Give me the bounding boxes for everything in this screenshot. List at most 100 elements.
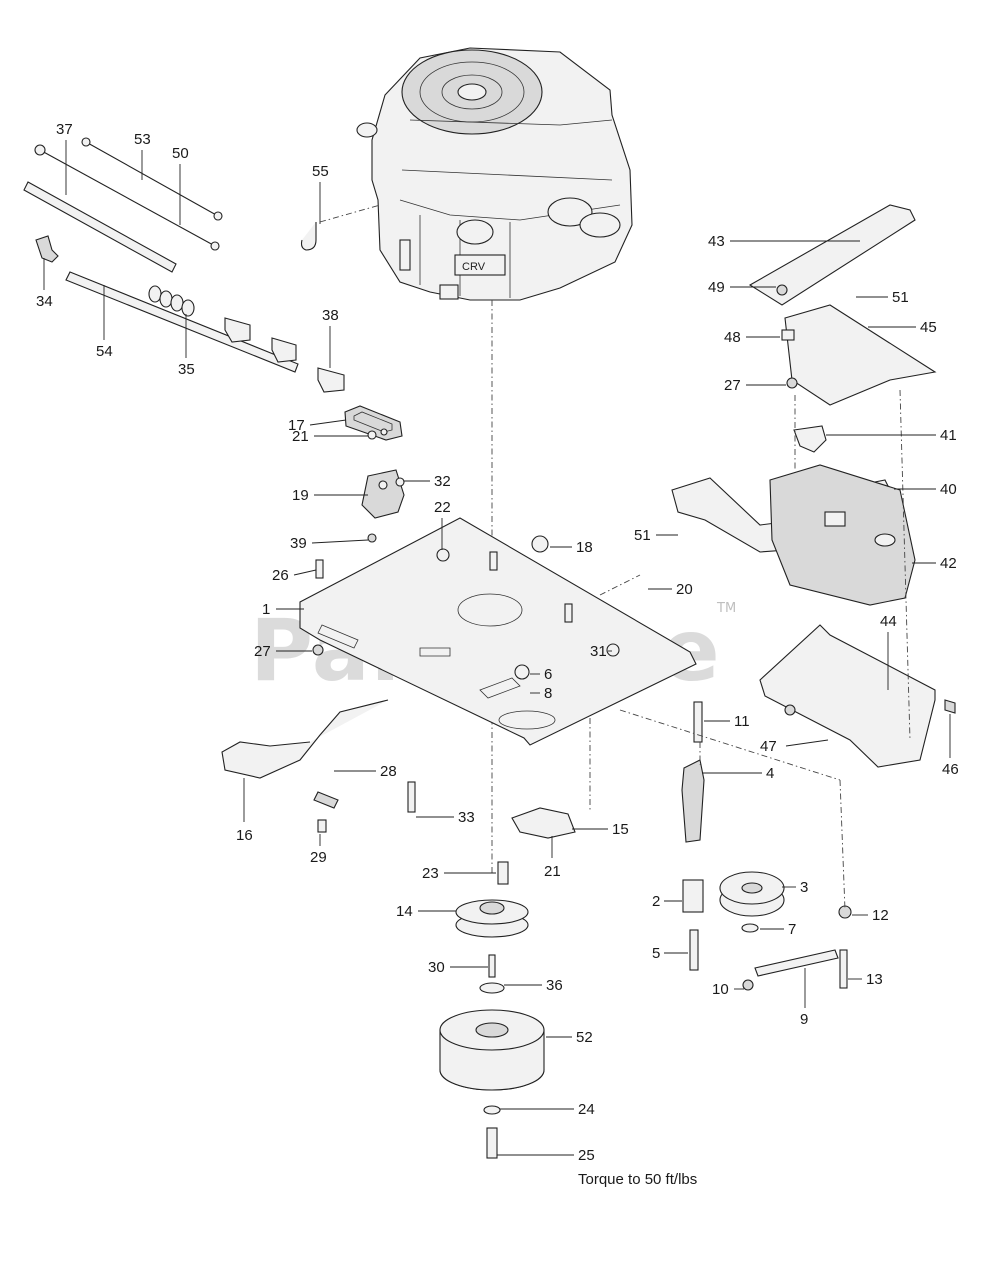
callout-41[interactable]: 41	[826, 427, 957, 444]
callout-number[interactable]: 23	[422, 865, 439, 882]
callout-16[interactable]: 16	[236, 778, 253, 844]
part-53-cable[interactable]	[81, 137, 223, 221]
part-52-clutch[interactable]	[439, 1009, 545, 1091]
callout-number[interactable]: 7	[788, 921, 796, 938]
callout-18[interactable]: 18	[550, 539, 593, 556]
callout-number[interactable]: 24	[578, 1101, 595, 1118]
callout-51a[interactable]: 51	[856, 289, 909, 306]
callout-number[interactable]: 37	[56, 121, 73, 138]
part-3-idler-pulley[interactable]	[719, 871, 785, 917]
callout-5[interactable]: 5	[652, 945, 688, 962]
callout-31[interactable]: 31	[590, 643, 612, 660]
callout-number[interactable]: 1	[262, 601, 270, 618]
callout-number[interactable]: 16	[236, 827, 253, 844]
part-13-bolt[interactable]	[839, 949, 848, 989]
part-4-idler-arm[interactable]	[681, 759, 705, 843]
callout-number[interactable]: 55	[312, 163, 329, 180]
callout-15[interactable]: 15	[572, 821, 629, 838]
callout-number[interactable]: 49	[708, 279, 725, 296]
part-45-bracket[interactable]	[784, 304, 937, 406]
part-35-caps[interactable]	[148, 285, 195, 317]
callout-number[interactable]: 35	[178, 361, 195, 378]
callout-number[interactable]: 36	[546, 977, 563, 994]
callout-37[interactable]: 37	[56, 121, 73, 195]
callout-34[interactable]: 34	[36, 258, 53, 310]
callout-number[interactable]: 25	[578, 1147, 595, 1164]
callout-number[interactable]: 5	[652, 945, 660, 962]
callout-number[interactable]: 8	[544, 685, 552, 702]
part-5-bolt[interactable]	[689, 929, 699, 971]
callout-number[interactable]: 33	[458, 809, 475, 826]
callout-26[interactable]: 26	[272, 567, 317, 584]
callout-36[interactable]: 36	[504, 977, 563, 994]
callout-number[interactable]: 2	[652, 893, 660, 910]
callout-number[interactable]: 11	[734, 713, 750, 730]
callout-number[interactable]: 6	[544, 666, 552, 683]
callout-11[interactable]: 11	[704, 713, 750, 730]
callout-13[interactable]: 13	[848, 971, 883, 988]
callout-32[interactable]: 32	[404, 473, 451, 490]
callout-6[interactable]: 6	[530, 666, 552, 683]
callout-number[interactable]: 53	[134, 131, 151, 148]
part-42-muffler[interactable]	[769, 464, 916, 606]
callout-number[interactable]: 51	[892, 289, 909, 306]
part-54-tube[interactable]	[65, 271, 299, 373]
part-24-washer[interactable]	[483, 1105, 501, 1115]
callout-number[interactable]: 41	[940, 427, 957, 444]
callout-1[interactable]: 1	[262, 601, 304, 618]
part-26-bolt[interactable]	[315, 559, 324, 579]
callout-8[interactable]: 8	[530, 685, 552, 702]
part-10-nut[interactable]	[742, 979, 754, 991]
part-17-gasket[interactable]	[344, 405, 403, 441]
callout-number[interactable]: 32	[434, 473, 451, 490]
callout-46[interactable]: 46	[942, 714, 959, 778]
part-2-spacer[interactable]	[682, 879, 704, 913]
callout-30[interactable]: 30	[428, 959, 488, 976]
callout-number[interactable]: 38	[322, 307, 339, 324]
part-9-spring[interactable]	[754, 949, 839, 977]
callout-40[interactable]: 40	[894, 481, 957, 498]
part-12-nut[interactable]	[838, 905, 852, 919]
callout-number[interactable]: 14	[396, 903, 413, 920]
callout-number[interactable]: 10	[712, 981, 729, 998]
callout-12[interactable]: 12	[852, 907, 889, 924]
callout-4[interactable]: 4	[702, 765, 774, 782]
callout-number[interactable]: 42	[940, 555, 957, 572]
part-55-clip[interactable]	[300, 204, 381, 251]
callout-44[interactable]: 44	[880, 613, 897, 690]
callout-52[interactable]: 52	[546, 1029, 593, 1046]
callout-7[interactable]: 7	[760, 921, 796, 938]
callout-24[interactable]: 24	[500, 1101, 595, 1118]
callout-33[interactable]: 33	[416, 809, 475, 826]
callout-number[interactable]: 4	[766, 765, 774, 782]
callout-number[interactable]: 44	[880, 613, 897, 630]
part-23-bolt[interactable]	[497, 861, 509, 885]
part-36-washer[interactable]	[479, 982, 505, 994]
callout-27b[interactable]: 27	[724, 377, 786, 394]
callout-51b[interactable]: 51	[634, 527, 678, 544]
part-16-hose[interactable]	[221, 699, 389, 833]
part-37-tube[interactable]	[23, 181, 177, 273]
callout-2[interactable]: 2	[652, 893, 682, 910]
callout-number[interactable]: 9	[800, 1011, 808, 1028]
callout-50[interactable]: 50	[172, 145, 189, 225]
part-19-solenoid[interactable]	[361, 428, 405, 519]
callout-number[interactable]: 27	[724, 377, 741, 394]
callout-20[interactable]: 20	[648, 581, 693, 598]
callout-number[interactable]: 29	[310, 849, 327, 866]
callout-number[interactable]: 48	[724, 329, 741, 346]
callout-39[interactable]: 39	[290, 535, 369, 552]
callout-27a[interactable]: 27	[254, 643, 312, 660]
callout-21b[interactable]: 21	[544, 836, 561, 880]
callout-17[interactable]: 17	[288, 417, 347, 434]
callout-number[interactable]: 47	[760, 738, 777, 755]
part-34-fitting[interactable]	[35, 235, 59, 263]
callout-48[interactable]: 48	[724, 329, 780, 346]
callout-number[interactable]: 15	[612, 821, 629, 838]
callout-54[interactable]: 54	[96, 285, 113, 360]
callout-number[interactable]: 21	[292, 428, 309, 445]
callout-38[interactable]: 38	[322, 307, 339, 368]
callout-number[interactable]: 34	[36, 293, 53, 310]
part-48-spacer[interactable]	[781, 329, 795, 341]
callout-number[interactable]: 54	[96, 343, 113, 360]
